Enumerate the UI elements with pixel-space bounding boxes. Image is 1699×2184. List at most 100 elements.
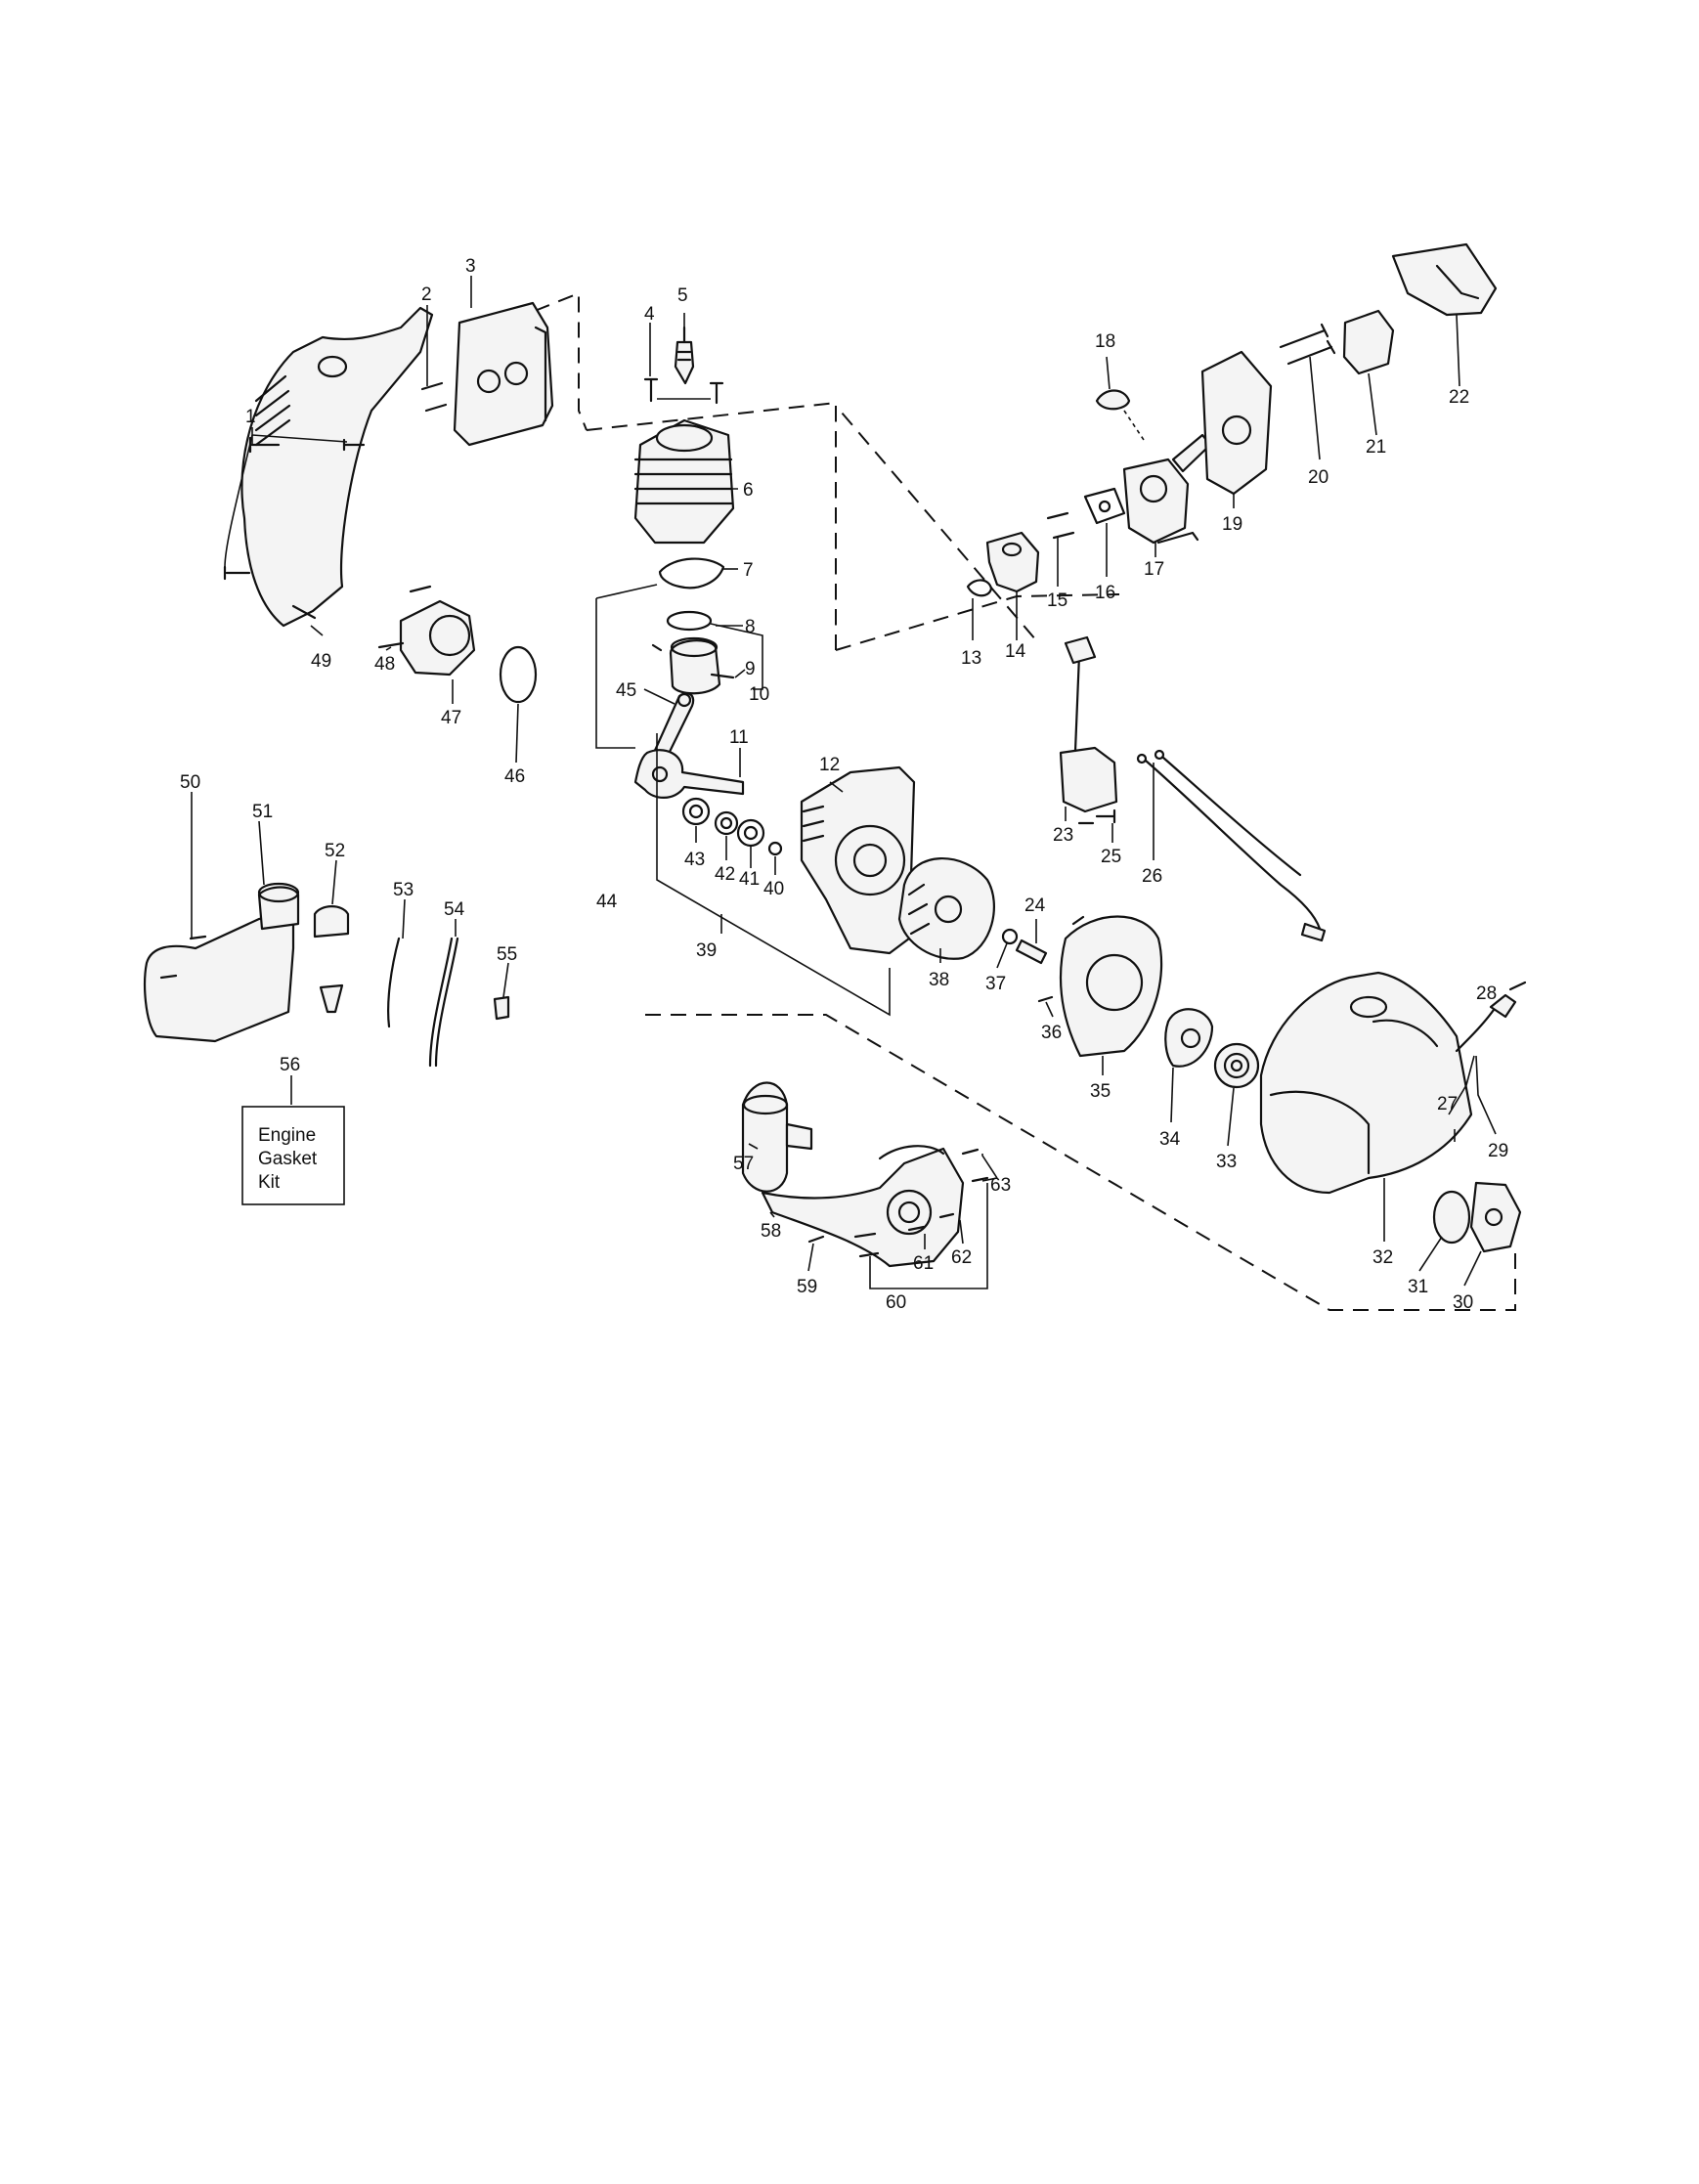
recoil-spring bbox=[1213, 1042, 1260, 1089]
starter-handle bbox=[1489, 981, 1527, 1019]
part-label-29: 29 bbox=[1488, 1141, 1508, 1161]
engine-gasket-kit-box: Engine Gasket Kit bbox=[241, 1106, 345, 1205]
part-label-43: 43 bbox=[684, 850, 705, 870]
part-label-5: 5 bbox=[677, 285, 688, 306]
part-label-8: 8 bbox=[745, 617, 756, 637]
clutch-housing-screws bbox=[807, 1148, 989, 1258]
muffler bbox=[377, 585, 476, 677]
crankcase bbox=[800, 765, 916, 955]
crankshaft bbox=[633, 749, 745, 799]
starter-rope bbox=[1455, 1005, 1498, 1053]
part-label-31: 31 bbox=[1408, 1277, 1428, 1297]
connecting-rod bbox=[651, 692, 695, 760]
part-label-6: 6 bbox=[743, 480, 754, 501]
ignition-module bbox=[1059, 635, 1118, 813]
part-label-16: 16 bbox=[1095, 583, 1115, 603]
part-label-12: 12 bbox=[819, 755, 840, 775]
kit-box-line2: Gasket bbox=[258, 1149, 318, 1169]
cylinder-screws bbox=[643, 377, 724, 405]
part-label-52: 52 bbox=[325, 841, 345, 861]
muffler-gasket bbox=[499, 645, 538, 704]
fuel-lines bbox=[387, 937, 459, 1068]
clutch bbox=[1469, 1181, 1522, 1253]
part-label-18: 18 bbox=[1095, 331, 1115, 352]
part-label-24: 24 bbox=[1024, 895, 1046, 916]
part-label-1: 1 bbox=[245, 407, 256, 427]
air-filter-screws bbox=[1279, 323, 1336, 366]
air-filter-cover bbox=[1391, 242, 1498, 317]
part-label-39: 39 bbox=[696, 940, 717, 961]
intake-gasket bbox=[966, 579, 993, 597]
part-label-30: 30 bbox=[1453, 1292, 1473, 1313]
flywheel-pin bbox=[1015, 939, 1048, 965]
clutch-washer bbox=[1432, 1190, 1471, 1245]
fan-housing bbox=[1059, 915, 1163, 1058]
air-filter bbox=[1342, 309, 1395, 375]
part-label-60: 60 bbox=[886, 1292, 906, 1313]
recoil-pulley bbox=[1164, 1008, 1214, 1068]
fuel-tank bbox=[144, 882, 300, 1043]
part-label-14: 14 bbox=[1005, 641, 1026, 662]
fuel-tank-screws bbox=[159, 935, 207, 980]
part-number-labels: 1 2 3 4 5 6 7 8 9 10 11 12 13 14 15 16 1… bbox=[180, 256, 1508, 1313]
intake-screws bbox=[1046, 511, 1075, 540]
part-label-55: 55 bbox=[497, 944, 517, 965]
part-label-38: 38 bbox=[929, 970, 949, 990]
clutch-housing bbox=[761, 1145, 965, 1268]
kit-box-line3: Kit bbox=[258, 1172, 281, 1193]
flywheel bbox=[897, 857, 995, 960]
intake-manifold bbox=[985, 531, 1040, 593]
part-label-9: 9 bbox=[745, 659, 756, 679]
ignition-wire bbox=[1136, 749, 1327, 942]
part-label-26: 26 bbox=[1142, 866, 1162, 887]
part-label-41: 41 bbox=[739, 869, 760, 890]
part-label-7: 7 bbox=[743, 560, 754, 581]
part-label-20: 20 bbox=[1308, 467, 1329, 488]
muffler-screws bbox=[420, 381, 448, 413]
kit-box-line1: Engine bbox=[258, 1125, 316, 1146]
carburetor bbox=[1122, 433, 1212, 545]
part-label-57: 57 bbox=[733, 1154, 754, 1174]
part-label-3: 3 bbox=[465, 256, 476, 277]
part-label-63: 63 bbox=[990, 1175, 1011, 1196]
part-label-34: 34 bbox=[1159, 1129, 1181, 1150]
part-label-25: 25 bbox=[1101, 847, 1121, 867]
part-label-36: 36 bbox=[1041, 1023, 1062, 1043]
part-label-27: 27 bbox=[1437, 1094, 1458, 1114]
carburetor-gasket bbox=[1083, 487, 1126, 525]
part-label-44: 44 bbox=[596, 892, 618, 912]
part-label-33: 33 bbox=[1216, 1152, 1237, 1172]
part-label-40: 40 bbox=[763, 879, 784, 899]
engine-housing bbox=[1259, 971, 1473, 1195]
part-label-56: 56 bbox=[280, 1055, 300, 1075]
part-label-19: 19 bbox=[1222, 514, 1242, 535]
piston-assembly bbox=[651, 610, 735, 695]
cylinder-gasket bbox=[658, 557, 725, 590]
part-label-21: 21 bbox=[1366, 437, 1386, 458]
part-label-54: 54 bbox=[444, 899, 465, 920]
air-filter-base bbox=[1200, 350, 1273, 496]
part-label-47: 47 bbox=[441, 708, 461, 728]
clutch-drum bbox=[741, 1081, 813, 1193]
part-label-2: 2 bbox=[421, 284, 432, 305]
part-label-22: 22 bbox=[1449, 387, 1469, 408]
leader-lines bbox=[191, 276, 1497, 1289]
part-label-11: 11 bbox=[729, 727, 749, 748]
part-label-51: 51 bbox=[252, 802, 273, 822]
part-label-32: 32 bbox=[1372, 1247, 1393, 1268]
cylinder bbox=[633, 418, 735, 545]
part-label-23: 23 bbox=[1053, 825, 1073, 846]
part-label-10: 10 bbox=[749, 684, 769, 705]
engine-shroud-cover bbox=[240, 306, 434, 628]
part-label-15: 15 bbox=[1047, 590, 1067, 611]
part-label-37: 37 bbox=[985, 974, 1006, 994]
part-label-17: 17 bbox=[1144, 559, 1164, 580]
part-label-53: 53 bbox=[393, 880, 414, 900]
part-label-46: 46 bbox=[504, 766, 525, 787]
part-label-50: 50 bbox=[180, 772, 200, 793]
fuel-cap bbox=[313, 905, 350, 1014]
ignition-screws bbox=[1077, 808, 1116, 825]
part-label-45: 45 bbox=[616, 680, 636, 701]
part-label-28: 28 bbox=[1476, 983, 1497, 1004]
